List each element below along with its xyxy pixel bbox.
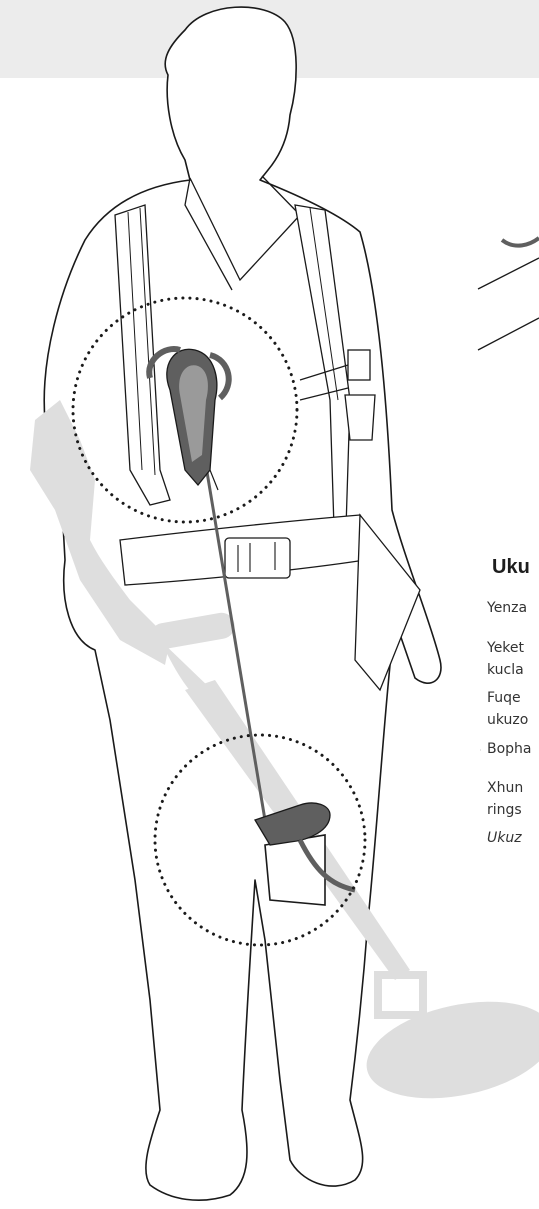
step-3: 3Fuqe ukuzo [480, 687, 528, 731]
step-text-continued: kucla [480, 659, 524, 681]
note-text: Ukuz [487, 830, 522, 846]
step-text: Fuqe [487, 690, 521, 706]
instructions-panel: Uku 1Yenza 2Yeket kucla 3Fuqe ukuzo 4Bop… [480, 0, 539, 1209]
step-number: 5 [480, 777, 487, 799]
step-number: 1 [480, 597, 487, 619]
step-5: 5Xhun rings [480, 777, 523, 821]
step-4: 4Bopha [480, 738, 532, 760]
step-number: 4 [480, 738, 487, 760]
step-text: Bopha [487, 741, 532, 757]
step-2: 2Yeket kucla [480, 637, 524, 681]
section-heading: Uku [492, 556, 530, 579]
step-text-continued: ukuzo [480, 709, 528, 731]
step-text: Xhun [487, 780, 523, 796]
step-number: 2 [480, 637, 487, 659]
step-text: Yenza [487, 600, 527, 616]
step-text-continued: rings [480, 799, 523, 821]
step-text: Yeket [487, 640, 524, 656]
step-1: 1Yenza [480, 597, 527, 619]
step-number: 3 [480, 687, 487, 709]
